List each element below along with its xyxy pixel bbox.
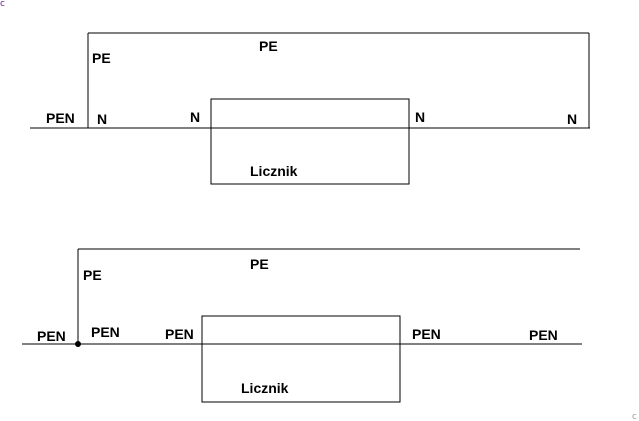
- top-pe-wire-label: PE: [259, 38, 278, 54]
- top-meter-box: [210, 98, 410, 185]
- bottom-pe-branch-label: PE: [83, 267, 102, 283]
- top-n-label-3: N: [415, 109, 425, 125]
- top-n-label-1: N: [97, 111, 107, 127]
- bottom-pen-label-3: PEN: [165, 326, 194, 342]
- bottom-pen-label-1: PEN: [37, 328, 66, 344]
- top-diagram: PE PE PEN N N N N Licznik: [30, 32, 590, 185]
- bottom-pen-label-2: PEN: [91, 324, 120, 340]
- bottom-pe-wire-label: PE: [250, 256, 269, 272]
- bottom-pen-label-5: PEN: [529, 327, 558, 343]
- bottom-meter-label: Licznik: [241, 380, 289, 396]
- top-n-label-2: N: [190, 109, 200, 125]
- top-pen-label: PEN: [46, 110, 75, 126]
- bottom-pen-label-4: PEN: [412, 326, 441, 342]
- top-n-label-4: N: [567, 111, 577, 127]
- corner-mark-bottom-right: c: [632, 412, 637, 421]
- top-meter-label: Licznik: [250, 163, 298, 179]
- corner-mark-top-left: c: [0, 0, 5, 9]
- bottom-junction-dot: [75, 341, 81, 347]
- bottom-diagram: PE PE PEN PEN PEN PEN PEN Licznik: [22, 248, 582, 403]
- top-pe-branch-label: PE: [92, 50, 111, 66]
- bottom-meter-box: [201, 315, 401, 403]
